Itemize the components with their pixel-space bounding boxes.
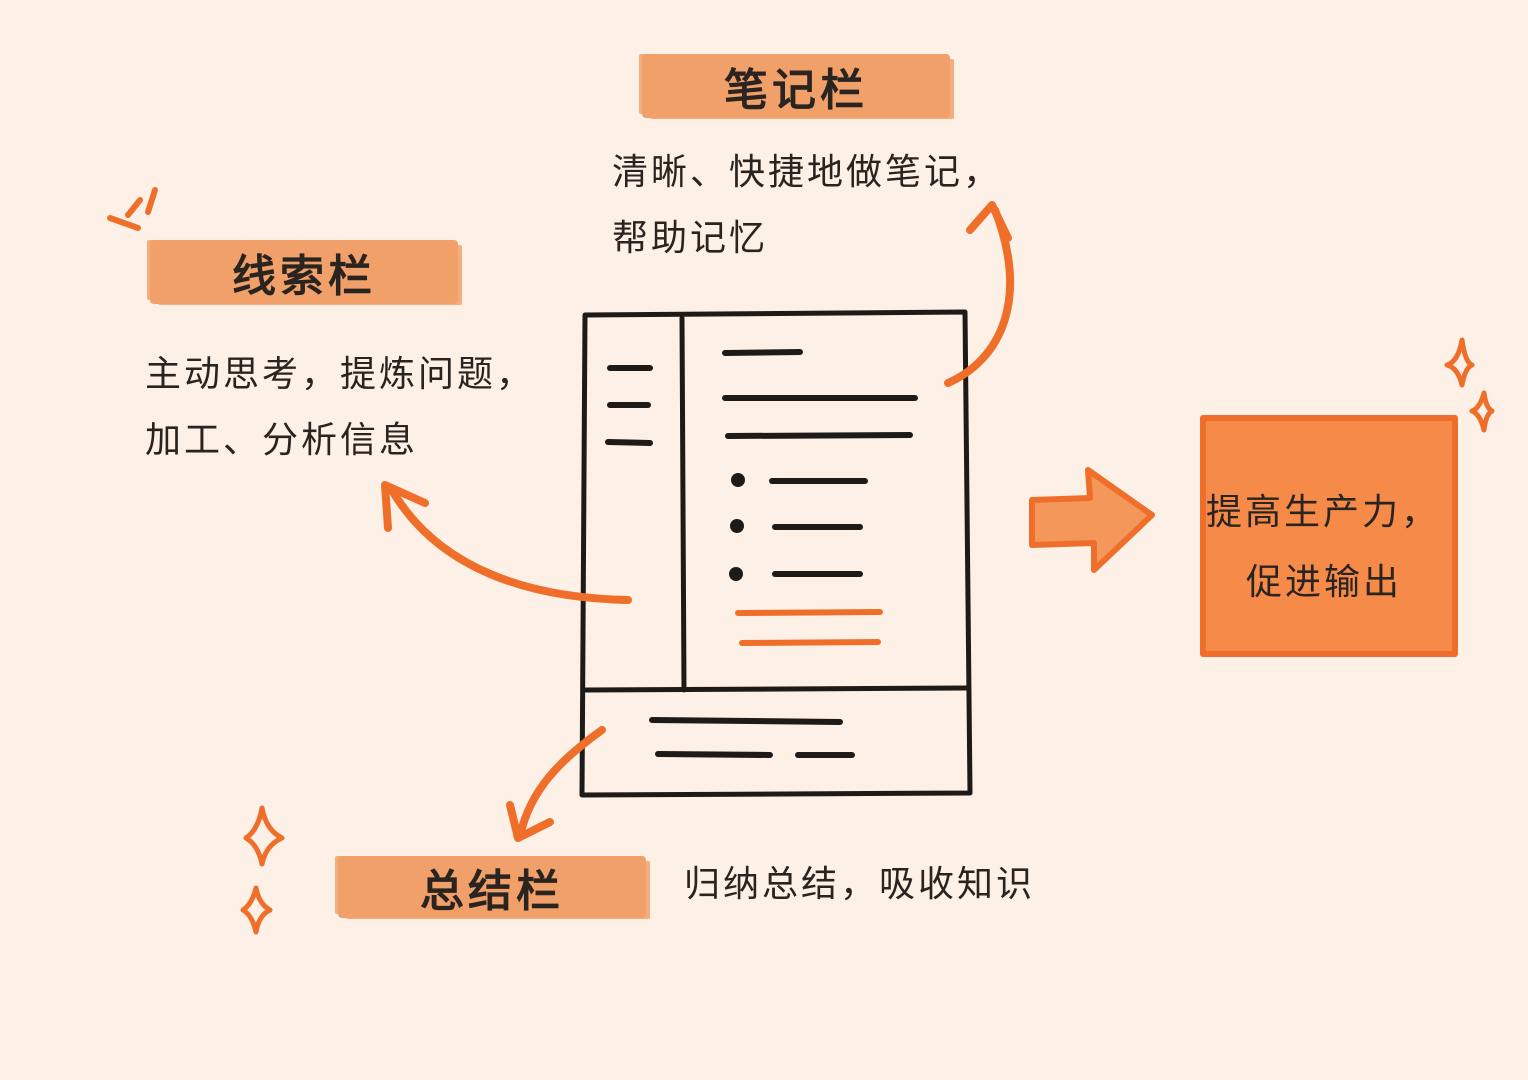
cue-desc-line1: 主动思考，提炼问题，: [145, 354, 536, 395]
arrow-to-summary: [516, 726, 606, 840]
block-arrow-icon: [1029, 467, 1155, 573]
output-line2: 促进输出: [1246, 562, 1403, 603]
cue-line: [605, 439, 653, 446]
sparkle-icon: [1469, 390, 1495, 433]
highlight-lines: [735, 609, 883, 646]
arrow-to-cue-head: [381, 481, 429, 532]
summary-desc: 归纳总结，吸收知识: [684, 864, 1036, 905]
output-line1: 提高生产力，: [1206, 492, 1441, 533]
sparkles: [240, 337, 1495, 935]
summary-column-tag: 总结栏: [338, 856, 646, 918]
cue-column-title: 线索栏: [232, 251, 376, 302]
sparkle-icon: [240, 885, 273, 935]
cue-divider: [679, 315, 687, 693]
bullet-dot: [731, 473, 745, 487]
emphasis-marks-icon: [107, 187, 158, 231]
arrows: [381, 201, 1014, 842]
summary-divider: [583, 685, 969, 693]
emphasis-mark: [125, 197, 143, 218]
arrow-to-notes-head: [966, 201, 1012, 242]
note-line: [725, 432, 913, 439]
summary-line: [655, 751, 773, 758]
sparkle-icon: [1444, 337, 1475, 388]
note-desc-line1: 清晰、快捷地做笔记，: [612, 152, 1003, 193]
note-column-tag: 笔记栏: [642, 54, 950, 118]
cue-column-desc: 主动思考，提炼问题， 加工、分析信息: [145, 342, 535, 474]
bullet-dots: [729, 473, 745, 581]
emphasis-mark: [145, 187, 158, 215]
highlight-line: [735, 609, 883, 616]
bullet-dot: [730, 519, 744, 533]
note-line: [722, 349, 803, 356]
summary-column-desc: 归纳总结，吸收知识: [684, 852, 1035, 918]
arrow-to-notes: [944, 206, 1014, 387]
arrow-to-cue: [389, 488, 632, 604]
note-page-icon: [579, 309, 973, 798]
summary-line: [649, 717, 843, 725]
note-column-title: 笔记栏: [724, 65, 868, 116]
page-outline: [579, 309, 973, 798]
cue-desc-line2: 加工、分析信息: [145, 420, 419, 461]
bullet-dot: [729, 567, 743, 581]
emphasis-mark: [107, 215, 141, 231]
highlight-line: [739, 639, 881, 646]
arrow-to-summary-head: [506, 801, 554, 842]
cue-column-tag: 线索栏: [150, 240, 458, 304]
output-box: [1200, 415, 1458, 657]
note-column-desc: 清晰、快捷地做笔记， 帮助记忆: [612, 140, 1002, 272]
output-text: 提高生产力， 促进输出: [1206, 478, 1456, 618]
sparkle-icon: [243, 805, 285, 867]
summary-column-title: 总结栏: [420, 866, 564, 917]
note-desc-line2: 帮助记忆: [612, 218, 769, 259]
